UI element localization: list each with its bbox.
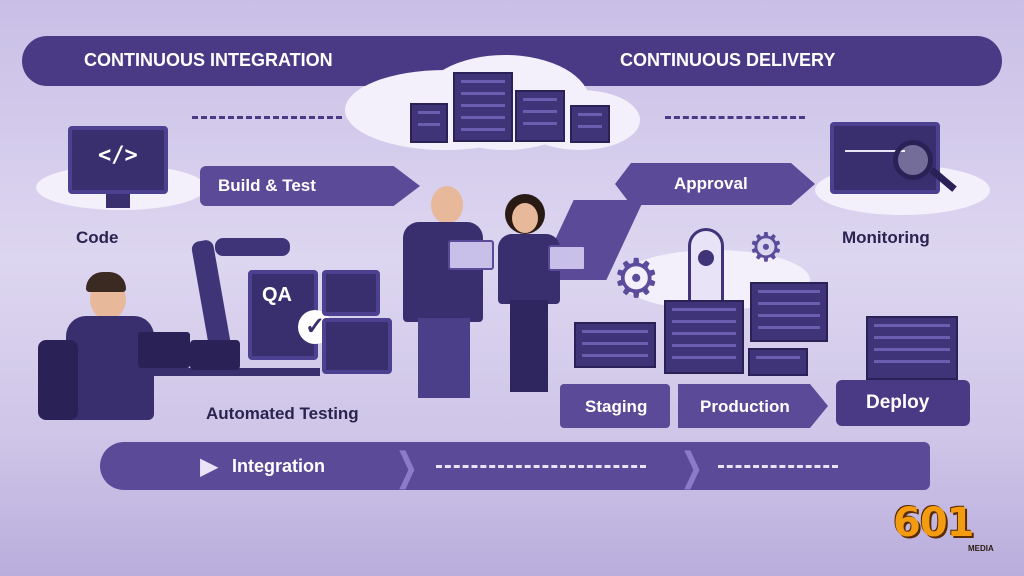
build-test-label: Build & Test bbox=[218, 176, 316, 195]
monitor-icon bbox=[68, 126, 168, 194]
person-face bbox=[512, 203, 538, 233]
arrow-icon bbox=[192, 116, 342, 128]
deploy-label: Deploy bbox=[866, 392, 930, 413]
dotted-arrow bbox=[436, 465, 646, 468]
arrow-icon: ❯ bbox=[395, 444, 419, 489]
staging-box bbox=[560, 384, 670, 428]
gear-icon: ⚙ bbox=[612, 249, 661, 309]
person-body bbox=[403, 222, 483, 322]
arrow-icon: ❯ bbox=[680, 444, 704, 489]
server-icon bbox=[570, 105, 610, 143]
staging-label: Staging bbox=[585, 397, 648, 416]
server-icon bbox=[453, 72, 513, 142]
server-icon bbox=[515, 90, 565, 142]
magnifier-icon bbox=[893, 140, 933, 180]
dotted-arrow bbox=[718, 465, 838, 468]
person-head bbox=[431, 186, 463, 224]
code-label: Code bbox=[76, 228, 119, 247]
person-legs bbox=[510, 300, 548, 392]
chair bbox=[38, 340, 78, 420]
integration-label: Integration bbox=[232, 456, 325, 476]
qa-label: QA bbox=[262, 284, 292, 306]
cd-title: CONTINUOUS DELIVERY bbox=[620, 50, 836, 70]
code-icon: </> bbox=[98, 143, 138, 168]
approval-label: Approval bbox=[674, 174, 748, 193]
server-icon bbox=[664, 300, 744, 374]
tablet-icon bbox=[548, 245, 586, 271]
chart-line bbox=[845, 150, 905, 152]
desk bbox=[110, 368, 320, 376]
robot-arm-upper bbox=[215, 238, 290, 256]
deploy-button bbox=[836, 380, 970, 426]
gear-icon: ⚙ bbox=[748, 226, 784, 270]
production-box bbox=[678, 384, 828, 428]
ci-title: CONTINUOUS INTEGRATION bbox=[84, 50, 333, 70]
server-icon bbox=[748, 348, 808, 376]
automated-testing-label: Automated Testing bbox=[206, 404, 359, 423]
monitoring-label: Monitoring bbox=[842, 228, 930, 247]
monitor-icon bbox=[322, 270, 380, 316]
approval-band bbox=[615, 163, 815, 205]
server-icon bbox=[750, 282, 828, 342]
laptop-icon bbox=[138, 332, 190, 368]
person-legs bbox=[418, 318, 470, 398]
arrow-icon bbox=[665, 116, 805, 128]
server-icon bbox=[866, 316, 958, 380]
arrow-icon: ▶ bbox=[200, 453, 219, 480]
production-label: Production bbox=[700, 397, 790, 416]
laptop-icon bbox=[448, 240, 494, 270]
monitor-stand bbox=[106, 194, 130, 208]
robot-base bbox=[190, 340, 240, 370]
server-icon bbox=[410, 103, 448, 143]
logo-601: 601 bbox=[893, 500, 974, 546]
rocket-window bbox=[698, 250, 714, 266]
build-test-band bbox=[200, 166, 420, 206]
monitor-icon bbox=[322, 318, 392, 374]
developer-hair bbox=[86, 272, 126, 292]
logo-media: MEDIA bbox=[968, 544, 994, 553]
rocket-icon bbox=[688, 228, 724, 308]
server-icon bbox=[574, 322, 656, 368]
